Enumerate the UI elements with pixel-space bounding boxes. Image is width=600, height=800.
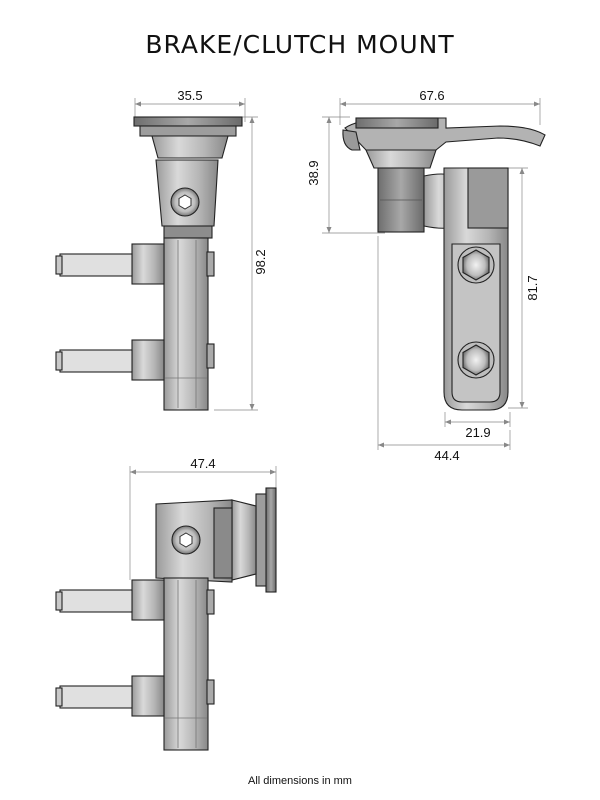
dimension-label-81-7: 81.7 xyxy=(525,275,540,300)
front-stud-lower xyxy=(55,339,165,381)
dimension-front-width: 35.5 xyxy=(134,88,246,122)
bottom-mount-plate xyxy=(265,487,277,593)
dimension-bottom-width: 47.4 xyxy=(129,456,277,580)
dimension-side-width: 67.6 xyxy=(339,88,541,125)
units-footnote: All dimensions in mm xyxy=(248,775,352,787)
side-mount-plate xyxy=(355,117,439,129)
front-hex-socket xyxy=(178,194,192,210)
dimension-label-98-2: 98.2 xyxy=(253,249,268,274)
bottom-view: 47.4 xyxy=(55,456,277,751)
front-mount-neck xyxy=(151,135,229,159)
bottom-stud-lower xyxy=(55,675,165,717)
front-stud-upper xyxy=(55,243,165,285)
dimension-label-38-9: 38.9 xyxy=(306,160,321,185)
dimension-side-arm-width: 21.9 xyxy=(444,412,511,440)
front-mount-plate-lower xyxy=(139,125,237,137)
bottom-hex-socket xyxy=(179,532,193,548)
dimension-side-head-height: 38.9 xyxy=(306,116,385,234)
dimension-front-height: 98.2 xyxy=(214,116,268,411)
dimension-label-67-6: 67.6 xyxy=(419,88,444,103)
front-knuckle-base xyxy=(163,225,213,239)
side-hex-bolt-upper xyxy=(457,246,495,284)
dimension-label-47-4: 47.4 xyxy=(190,456,215,471)
dimension-label-21-9: 21.9 xyxy=(465,425,490,440)
page-title: BRAKE/CLUTCH MOUNT xyxy=(145,30,455,59)
dimension-label-35-5: 35.5 xyxy=(177,88,202,103)
bottom-stud-upper xyxy=(55,579,165,621)
dimension-label-44-4: 44.4 xyxy=(434,448,459,463)
side-view: 67.6 38.9 81.7 21.9 xyxy=(306,88,546,463)
front-mount-plate xyxy=(133,116,243,127)
bottom-main-body xyxy=(163,577,209,751)
front-main-body xyxy=(163,237,209,411)
side-hex-bolt-lower xyxy=(457,341,495,379)
front-view: 35.5 98.2 xyxy=(55,88,268,411)
dimension-side-total-depth: 44.4 xyxy=(377,236,511,463)
